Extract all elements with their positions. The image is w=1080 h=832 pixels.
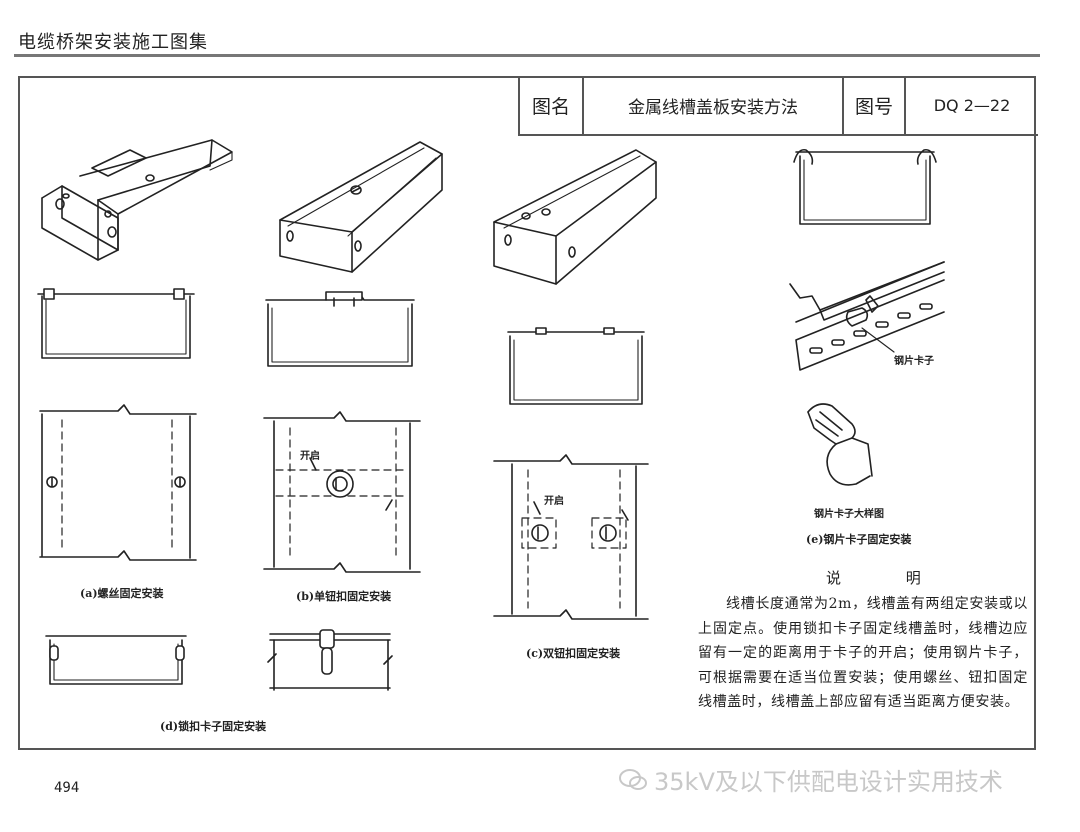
drawing-name: 金属线槽盖板安装方法 [584,76,844,134]
watermark: 35kV及以下供配电设计实用技术 [618,762,1003,797]
title-block: 图名 金属线槽盖板安装方法 图号 DQ 2—22 [518,76,1038,136]
callout-clip-detail: 钢片卡子大样图 [814,509,884,520]
fig-a-plan [39,404,197,561]
fig-e-clip-detail [807,403,873,486]
fig-b-iso [279,141,443,273]
fig-e-iso [789,261,945,371]
page-number: 494 [54,780,80,796]
wechat-icon [619,768,647,790]
callout-open-b: 开启 [300,451,320,462]
fig-d-section [45,635,187,685]
drawing-frame [18,76,1036,750]
fig-a-iso [41,139,233,261]
caption-e: (e)钢片卡子固定安装 [806,533,912,546]
caption-d: (d)锁扣卡子固定安装 [160,720,267,733]
fig-d-side [267,629,393,691]
watermark-text: 35kV及以下供配电设计实用技术 [654,768,1003,796]
fig-e-section [793,148,937,225]
caption-c: (c)双钮扣固定安装 [526,647,621,660]
fig-c-iso [493,149,657,285]
drawing-number: DQ 2—22 [933,95,1011,115]
drawing-name-label: 图名 [520,76,584,134]
drawing-number-label: 图号 [844,76,906,134]
header-rule [14,54,1040,57]
notes-heading: 说 明 [826,569,951,587]
notes-body: 线槽长度通常为2m，线槽盖有两组定安装或以上固定点。使用锁扣卡子固定线槽盖时，线… [698,596,1028,710]
caption-a: (a)螺丝固定安装 [80,587,164,600]
fig-b-plan [263,411,421,573]
fig-a-section [37,288,195,359]
fig-c-section [507,327,645,405]
fig-c-plan [493,454,649,620]
fig-b-section [265,291,415,367]
caption-b: (b)单钮扣固定安装 [296,590,392,603]
callout-steel-clip: 钢片卡子 [894,356,934,367]
book-title: 电缆桥架安装施工图集 [18,32,208,53]
callout-open-c: 开启 [544,496,564,507]
